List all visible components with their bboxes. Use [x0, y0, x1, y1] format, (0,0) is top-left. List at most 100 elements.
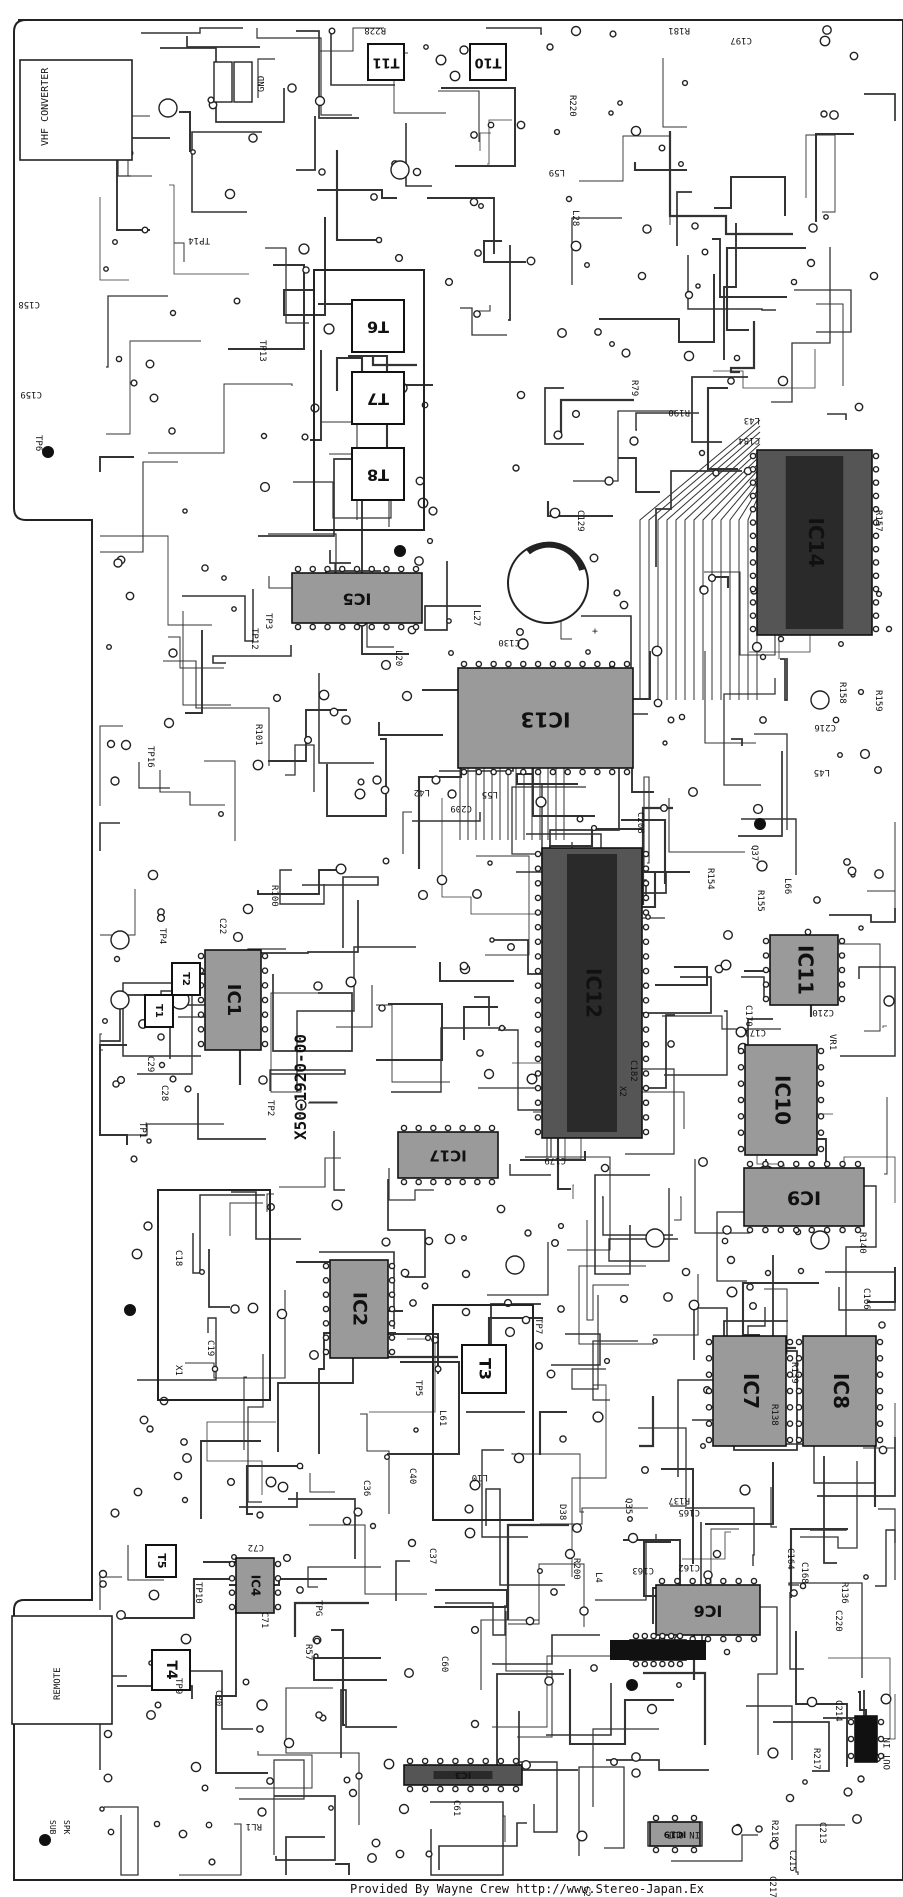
pad: [395, 1849, 405, 1859]
pad: [314, 95, 326, 107]
trace: [197, 1093, 266, 1140]
pad: [516, 390, 526, 400]
pad: [642, 224, 652, 234]
pad: [749, 1301, 758, 1310]
trace: [329, 550, 351, 564]
trace: [794, 289, 852, 333]
tp9-ref: TP9: [173, 1678, 183, 1694]
pad: [157, 1033, 165, 1041]
trace: [243, 1376, 247, 1450]
ic13-chip: IC13: [457, 660, 634, 776]
pad: [551, 1238, 560, 1247]
pad: [546, 1369, 556, 1379]
trace: [643, 776, 650, 868]
trace: [116, 131, 150, 231]
pad: [859, 748, 871, 760]
l43-ref: L43: [744, 415, 760, 425]
pad: [700, 1442, 707, 1449]
trace: [412, 812, 481, 822]
pad: [823, 214, 829, 220]
pad: [447, 789, 457, 799]
trace: [483, 240, 526, 263]
pad: [449, 70, 461, 82]
ic3-label: IC3: [455, 1770, 471, 1780]
r220-ref: R220: [567, 95, 577, 117]
l59-ref: L59: [549, 167, 565, 177]
trace: [387, 1179, 426, 1278]
pad: [589, 553, 599, 563]
trace: [106, 340, 201, 435]
pad: [731, 1824, 743, 1836]
pad: [146, 1425, 154, 1433]
trace: [544, 387, 584, 445]
c18-ref: C18: [173, 1250, 183, 1266]
q35-ref: Q35: [623, 1498, 633, 1514]
pad: [878, 1445, 888, 1455]
trace: [239, 1492, 298, 1508]
pad: [726, 1255, 736, 1265]
pad: [147, 869, 159, 881]
trace: [485, 1488, 565, 1586]
trace: [99, 197, 129, 281]
pad: [678, 160, 685, 167]
trace: [159, 770, 225, 806]
mounting-terminal: [158, 98, 178, 118]
trace: [578, 1766, 625, 1856]
pad: [110, 1508, 120, 1518]
trace: [427, 197, 495, 254]
pad: [764, 1269, 772, 1277]
pad: [804, 928, 812, 936]
pad: [266, 1777, 274, 1785]
c179-ref: C179: [544, 1155, 566, 1165]
pad: [646, 1703, 658, 1715]
trace: [137, 1317, 217, 1381]
pad: [414, 556, 424, 566]
rl1-ref: RL1: [246, 1821, 262, 1831]
trace: [602, 1196, 673, 1236]
trace: [319, 1251, 395, 1329]
pad: [149, 393, 159, 403]
pad: [282, 1553, 292, 1563]
pad: [180, 1438, 188, 1446]
trace: [540, 1507, 648, 1525]
pad: [110, 776, 120, 786]
pad: [863, 1574, 869, 1580]
pad: [370, 193, 378, 201]
pad: [431, 775, 441, 785]
trace: [320, 27, 384, 52]
pad: [688, 1299, 700, 1311]
trace: [185, 630, 203, 714]
ic17-chip: IC17: [397, 1124, 499, 1186]
pad: [101, 1018, 108, 1025]
pad: [181, 1496, 189, 1504]
trace: [269, 1069, 346, 1091]
ic13-label: IC13: [521, 708, 571, 732]
trace: [828, 1657, 896, 1740]
pad: [313, 1653, 319, 1659]
trace: [387, 1361, 460, 1455]
pad: [609, 341, 616, 348]
trace: [405, 123, 432, 187]
pad: [641, 1465, 650, 1474]
c40-ref: C40: [407, 1468, 417, 1484]
ic17-label: IC17: [429, 1147, 466, 1165]
pad: [678, 713, 686, 721]
trace: [474, 996, 490, 1026]
trace: [285, 744, 315, 792]
bus-trace: [702, 461, 761, 700]
pad: [487, 860, 493, 866]
x2-ref: X2: [617, 1086, 627, 1097]
pad: [658, 144, 666, 152]
t5-label: T5: [155, 1553, 168, 1568]
trace: [571, 1384, 607, 1577]
pad: [323, 323, 335, 335]
pad: [735, 1026, 747, 1038]
pad: [667, 1040, 675, 1048]
pad: [139, 1415, 149, 1425]
trace: [309, 1524, 427, 1595]
trace: [99, 1033, 103, 1051]
pad: [207, 96, 215, 104]
pad: [113, 558, 123, 568]
pad: [631, 1768, 641, 1778]
